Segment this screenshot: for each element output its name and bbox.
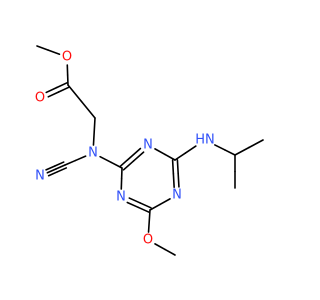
bond-c6-n4	[176, 159, 179, 175]
bond-c7-n5	[137, 206, 150, 213]
bond-c7-o3	[147, 220, 151, 233]
atom-label-n3: N	[143, 138, 153, 153]
bond-c7-o3	[148, 209, 151, 222]
bond-c4-n2	[56, 167, 68, 173]
bond-n3-c6	[154, 148, 166, 156]
bond-n1-c5	[99, 155, 112, 164]
bond-n1-c4	[74, 155, 87, 162]
atom-label-n6: HN	[195, 133, 215, 148]
bond-c5-n3	[122, 160, 135, 171]
bond-n3-c6	[164, 153, 176, 161]
bond-c5-n3	[132, 151, 145, 162]
bond-c6-n6	[184, 145, 197, 154]
bond-c2-o2	[57, 86, 70, 93]
bond-c6-n4	[172, 172, 175, 188]
bond-c5-n3	[129, 147, 142, 159]
bond-n4-c7	[159, 198, 171, 206]
atom-label-n1: N	[88, 146, 98, 161]
bond-c7-n5	[139, 202, 152, 209]
bond-c2-o2	[47, 91, 60, 98]
bond-n1-c4	[64, 159, 77, 166]
bond-o3-c11	[164, 248, 176, 256]
atom-label-o2: O	[35, 91, 45, 106]
atom-label-n5: N	[116, 190, 126, 205]
bond-n4-c7	[149, 203, 161, 211]
bond-c2-c3	[80, 100, 96, 119]
bond-c1-o1	[47, 49, 61, 56]
bond-c3-n1	[93, 117, 96, 133]
bond-c8-c9	[234, 146, 250, 156]
bond-c1-o1	[36, 45, 50, 51]
bond-n6-c8	[224, 149, 236, 156]
bond-c4-n2	[54, 161, 65, 167]
bond-c7-n5	[128, 197, 141, 204]
bond-c3-n1	[92, 130, 96, 146]
bond-c4-n2	[45, 165, 56, 171]
atom-label-o3: O	[143, 233, 153, 248]
atom-label-n4: N	[172, 188, 182, 203]
bond-c6-n6	[174, 152, 187, 161]
molecule-structure: O O N N N N N HN O	[35, 45, 264, 256]
bond-n6-c8	[214, 144, 226, 151]
bond-c7-n5	[126, 201, 139, 209]
bond-c2-o2	[55, 82, 68, 89]
atom-label-o1: O	[62, 50, 72, 65]
atom-label-n2: N	[35, 169, 45, 184]
bond-o3-c11	[154, 243, 166, 251]
bond-c2-o2	[45, 86, 58, 94]
bond-c2-c3	[67, 84, 83, 103]
bond-c8-c9	[248, 139, 264, 149]
bond-c6-n4	[177, 172, 180, 188]
bond-n1-c5	[110, 161, 123, 169]
bond-c4-n2	[55, 164, 66, 170]
bond-c4-n2	[46, 168, 57, 174]
bond-c5-n3	[119, 156, 132, 168]
bond-c4-n2	[47, 171, 59, 177]
bond-c6-n4	[171, 159, 175, 175]
